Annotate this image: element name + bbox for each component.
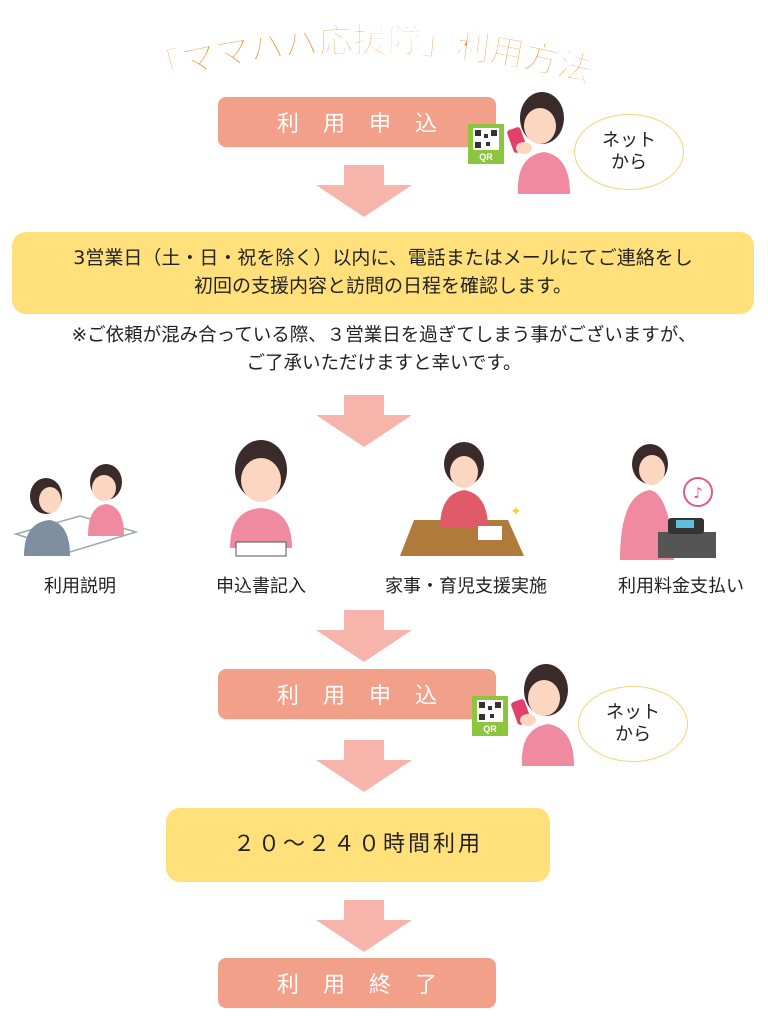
task-label-payment: 利用料金支払い: [618, 576, 744, 597]
explanation-illustration: [13, 464, 139, 556]
woman-phone-qr-illustration: QR: [472, 664, 574, 766]
svg-text:♪: ♪: [693, 484, 703, 502]
page-title: 「ママパパ応援隊」利用方法: [144, 22, 597, 92]
svg-text:QR: QR: [479, 152, 493, 162]
down-arrow-icon: [316, 610, 412, 662]
apply-step-box-2: 利用申込: [218, 669, 496, 719]
contact-note-line2: 初回の支援内容と訪問の日程を確認します。: [193, 275, 573, 297]
down-arrow-icon: [316, 395, 412, 447]
net-speech-bubble-2: ネット から: [578, 686, 688, 762]
bubble-line1: ネット: [606, 701, 660, 723]
down-arrow-icon: [316, 900, 412, 952]
apply-step-label: 利用申込: [276, 112, 461, 137]
disclaimer-text: ※ご依頼が混み合っている際、３営業日を過ぎてしまう事がございますが、 ご了承いた…: [0, 322, 768, 378]
apply-step-box: 利用申込: [218, 97, 496, 147]
bubble-line2: から: [611, 152, 647, 173]
svg-text:✦: ✦: [510, 504, 522, 520]
svg-text:QR: QR: [483, 724, 497, 734]
task-label-writing: 申込書記入: [216, 576, 306, 597]
apply-step-label-2: 利用申込: [276, 684, 461, 709]
net-speech-bubble: ネット から: [574, 114, 684, 190]
bubble-line2: から: [615, 724, 651, 745]
task-label-housework: 家事・育児支援実施: [385, 576, 547, 597]
bubble-line1: ネット: [602, 129, 656, 151]
housework-illustration: ✦: [400, 442, 524, 556]
woman-phone-qr-illustration: QR: [468, 92, 570, 194]
down-arrow-icon: [316, 165, 412, 217]
end-step-label: 利用終了: [276, 973, 461, 998]
task-label-explanation: 利用説明: [44, 576, 116, 597]
disclaimer-line2: ご了承いただけますと幸いです。: [246, 352, 522, 374]
disclaimer-line1: ※ご依頼が混み合っている際、３営業日を過ぎてしまう事がございますが、: [71, 325, 697, 346]
contact-note-line1: 3営業日（土・日・祝を除く）以内に、電話またはメールにてご連絡をし: [73, 247, 693, 270]
end-step-box: 利用終了: [218, 958, 496, 1008]
payment-illustration: ♪: [620, 444, 716, 560]
down-arrow-icon: [316, 740, 412, 792]
svg-text:「ママパパ応援隊」利用方法: 「ママパパ応援隊」利用方法: [144, 22, 596, 91]
hours-note: ２０～２４０時間利用: [166, 808, 550, 882]
contact-note: 3営業日（土・日・祝を除く）以内に、電話またはメールにてご連絡をし 初回の支援内…: [12, 232, 754, 314]
writing-form-illustration: [230, 440, 292, 557]
hours-note-text: ２０～２４０時間利用: [232, 832, 483, 858]
